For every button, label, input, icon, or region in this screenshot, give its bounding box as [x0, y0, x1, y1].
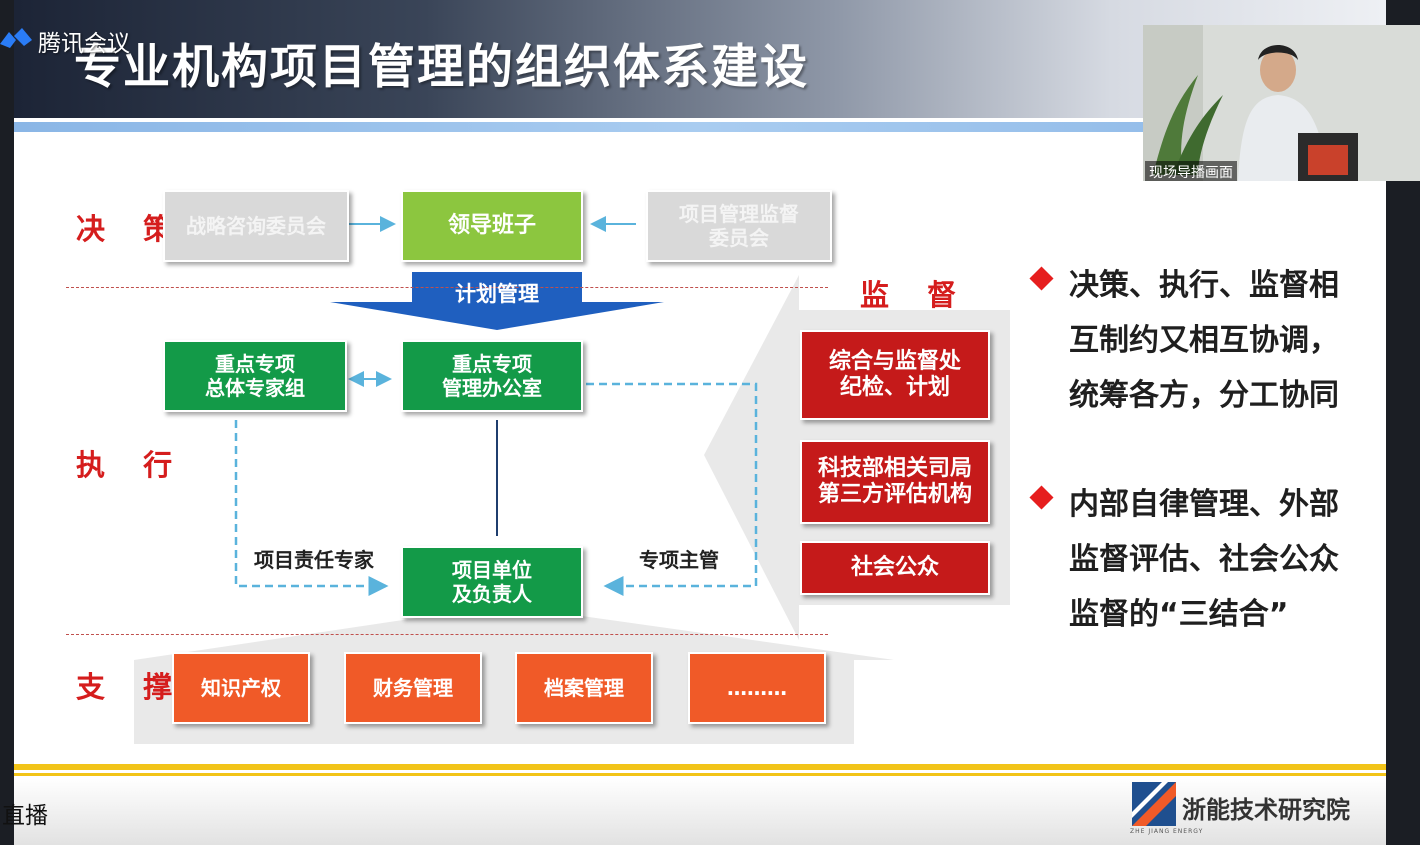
management-office-box: 重点专项 管理办公室 [401, 340, 583, 412]
app-name: 腾讯会议 [38, 31, 130, 57]
more-box: ……… [688, 652, 826, 724]
third-party-box: 科技部相关司局 第三方评估机构 [800, 440, 990, 524]
bottom-rule [14, 764, 1386, 770]
logo-name: 浙能技术研究院 [1182, 796, 1350, 824]
edge-label-special-supervisor: 专项主管 [639, 548, 719, 572]
archive-box: 档案管理 [515, 652, 653, 724]
third-party-line2: 第三方评估机构 [817, 482, 972, 507]
supervision-committee-line1: 项目管理监督 [679, 202, 799, 226]
third-party-line1: 科技部相关司局 [817, 455, 972, 481]
dashed-path-office-to-unit [586, 382, 758, 596]
supervision-committee-box: 项目管理监督 委员会 [646, 190, 832, 262]
bullet-1-line-1: 决策、执行、监督相 [1069, 268, 1339, 303]
row-separator [66, 634, 828, 635]
plan-arrow-shape [330, 272, 664, 330]
general-supervision-line1: 综合与监督处 [828, 348, 961, 374]
bullet-1-line-3: 统筹各方，分工协同 [1069, 378, 1339, 413]
row-label-support: 支 撑 [76, 670, 187, 704]
bullet-1-line-2: 互制约又相互协调， [1069, 323, 1339, 358]
logo-subtitle: ZHE JIANG ENERGY [1130, 828, 1204, 835]
tencent-meeting-logo-icon [0, 28, 32, 48]
management-office-line2: 管理办公室 [442, 376, 542, 400]
ip-box: 知识产权 [172, 652, 310, 724]
presenter-video[interactable]: 现场导播画面 [1143, 25, 1420, 181]
leadership-box: 领导班子 [401, 190, 583, 262]
bullet-2-line-3: 监督的“三结合” [1069, 597, 1289, 632]
general-supervision-line2: 纪检、计划 [839, 375, 950, 400]
supervision-committee-line2: 委员会 [709, 226, 769, 250]
expert-group-line1: 重点专项 [215, 352, 295, 376]
expert-group-line2: 总体专家组 [205, 376, 305, 400]
project-unit-line2: 及负责人 [452, 582, 532, 606]
project-unit-line1: 项目单位 [452, 558, 532, 582]
plan-management-label: 计划管理 [455, 282, 539, 306]
edge-label-responsible-expert: 项目责任专家 [254, 548, 374, 572]
project-unit-box: 项目单位 及负责人 [401, 546, 583, 618]
row-separator [66, 287, 828, 288]
video-caption: 现场导播画面 [1145, 161, 1237, 181]
page-title: 专业机构项目管理的组织体系建设 [74, 40, 809, 95]
row-label-decision: 决 策 [76, 212, 187, 246]
company-logo-icon [1132, 782, 1176, 826]
live-label: 直播 [2, 803, 48, 829]
management-office-line1: 重点专项 [452, 352, 532, 376]
row-label-supervision: 监 督 [860, 278, 971, 312]
row-label-execution: 执 行 [76, 448, 187, 482]
bottom-rule [14, 773, 1386, 776]
strategy-committee-box: 战略咨询委员会 [163, 190, 349, 262]
bullet-2-line-2: 监督评估、社会公众 [1069, 542, 1339, 577]
finance-box: 财务管理 [344, 652, 482, 724]
general-supervision-box: 综合与监督处 纪检、计划 [800, 330, 990, 420]
public-box: 社会公众 [800, 541, 990, 595]
presenter-figure-icon [1143, 25, 1420, 181]
title-rule [14, 122, 1386, 132]
dashed-path-expert-to-unit [234, 420, 389, 596]
bullet-2-line-1: 内部自律管理、外部 [1069, 487, 1339, 522]
expert-group-box: 重点专项 总体专家组 [163, 340, 347, 412]
